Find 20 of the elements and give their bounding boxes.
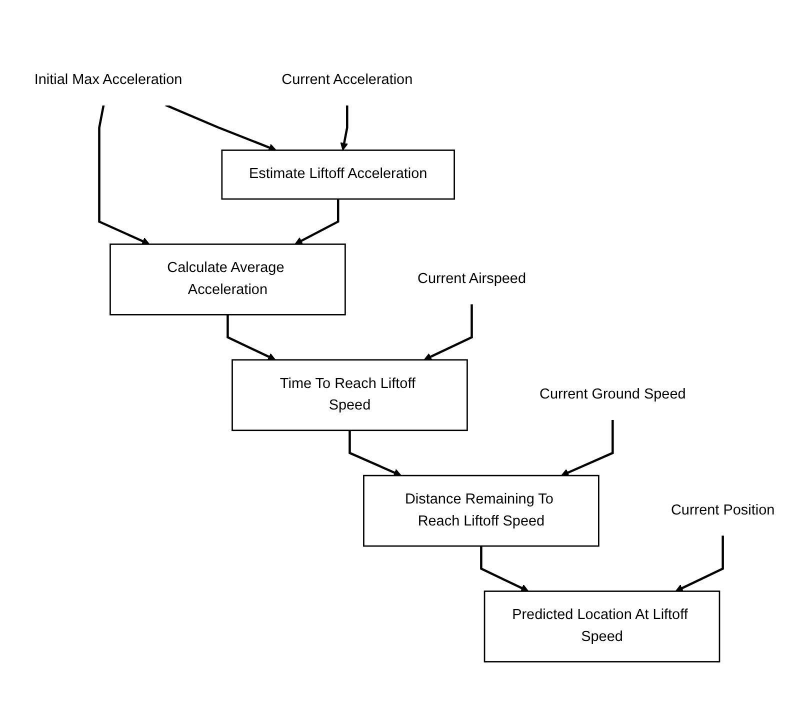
node-text: Current Airspeed [418, 270, 526, 286]
node-box: Time To Reach Liftoff Speed [232, 358, 468, 431]
arrow [165, 104, 276, 151]
node-box: Calculate Average Acceleration [110, 243, 346, 315]
node-text: Current Acceleration [282, 72, 413, 88]
arrow [348, 430, 402, 476]
node-text: Initial Max Acceleration [34, 72, 182, 88]
arrow [340, 104, 348, 150]
node-box: Estimate Liftoff Acceleration [221, 149, 455, 200]
arrow [294, 198, 340, 244]
node-text: Current Ground Speed [540, 386, 686, 402]
node-box: Predicted Location At Liftoff Speed [484, 590, 720, 662]
node-box: Distance Remaining To Reach Liftoff Speed [363, 474, 600, 546]
arrow [675, 534, 724, 592]
arrow [480, 546, 529, 592]
node-text: Current Position [670, 502, 775, 518]
arrow [98, 104, 150, 244]
arrow [226, 314, 276, 360]
arrow [560, 419, 614, 476]
arrow [424, 303, 473, 360]
